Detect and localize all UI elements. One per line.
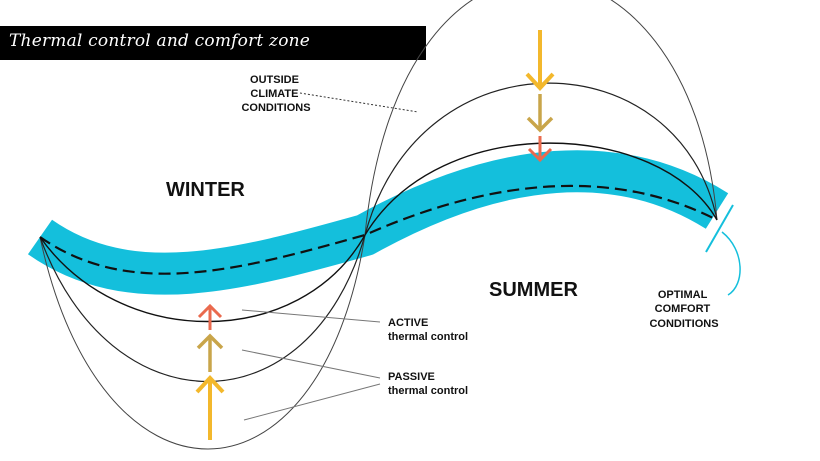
summer-active-arrow-head (527, 147, 553, 163)
winter-passive-arrow-head (196, 333, 224, 350)
optimal-comfort-label: OPTIMAL COMFORT CONDITIONS (649, 289, 718, 330)
outside-leader-line (299, 92, 419, 113)
passive-leader-line-2 (243, 383, 381, 421)
passive-leader-line-1 (241, 349, 381, 379)
winter-active-arrow-head (197, 303, 223, 319)
comfort-centerline (39, 184, 718, 275)
active-control-label: ACTIVE thermal control (388, 317, 468, 343)
passive-control-label: PASSIVE thermal control (388, 371, 468, 397)
active-leader-line (241, 309, 381, 323)
winter-label: WINTER (166, 179, 245, 201)
summer-passive-arrow-head (526, 116, 554, 133)
winter-outside-arrow-head (195, 375, 225, 394)
page-title: Thermal control and comfort zone (9, 31, 311, 51)
active-curve (39, 142, 718, 323)
summer-label: SUMMER (489, 279, 578, 301)
comfort-band (27, 150, 729, 295)
title-banner: Thermal control and comfort zone (0, 26, 426, 60)
summer-outside-arrow-head (525, 72, 555, 91)
outside-climate-label: OUTSIDE CLIMATE CONDITIONS (241, 74, 310, 114)
optimal-leader-curve (721, 231, 741, 296)
optimal-bracket (705, 204, 734, 253)
